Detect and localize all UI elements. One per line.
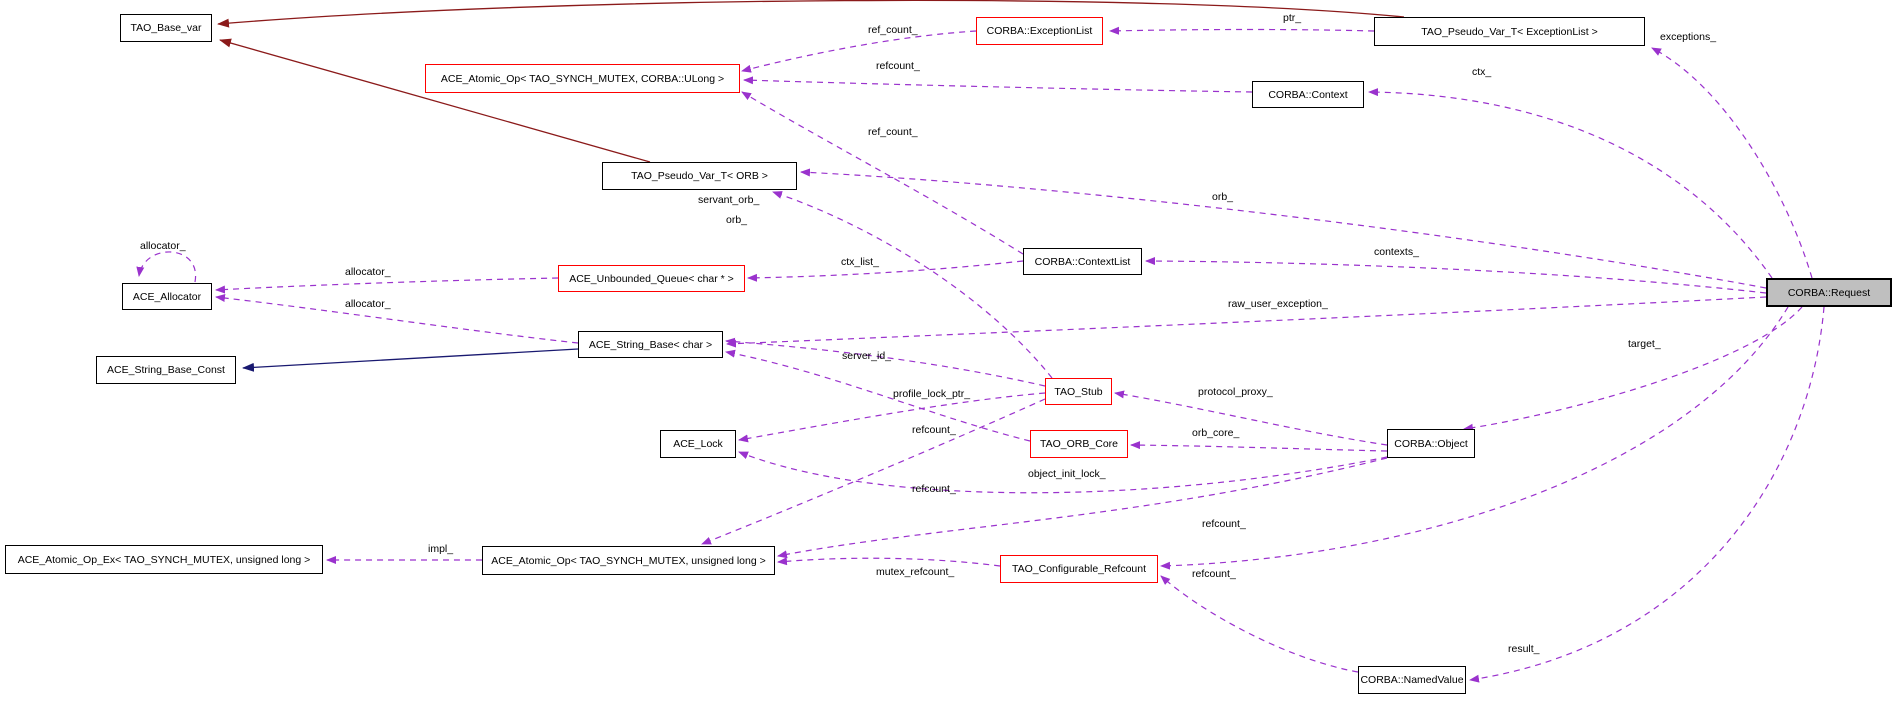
- edge-label-object-init-lock: object_init_lock_: [1028, 468, 1106, 480]
- edge-inherit-stringbase-const: [242, 348, 579, 372]
- edge-label-ref-count-ctxlist: ref_count_: [868, 126, 918, 138]
- edge-label-refcount-stub: refcount_: [912, 424, 956, 436]
- node-pseudo-var-exceptionlist[interactable]: TAO_Pseudo_Var_T< ExceptionList >: [1374, 17, 1645, 46]
- edge-mutex-refcount: [777, 557, 1001, 567]
- edge-label-servant-orb: servant_orb_: [698, 194, 760, 206]
- node-ace-unbounded-queue[interactable]: ACE_Unbounded_Queue< char * >: [558, 265, 745, 292]
- edge-label-result: result_: [1508, 643, 1540, 655]
- edge-label-refcount-request: refcount_: [1202, 518, 1246, 530]
- node-pseudo-var-orb[interactable]: TAO_Pseudo_Var_T< ORB >: [602, 162, 797, 190]
- node-tao-stub[interactable]: TAO_Stub: [1045, 378, 1112, 405]
- edge-label-refcount-namedvalue: refcount_: [1192, 568, 1236, 580]
- edge-label-refcount-context: refcount_: [876, 60, 920, 72]
- edge-label-profile-lock-ptr: profile_lock_ptr_: [893, 388, 971, 400]
- node-ace-allocator[interactable]: ACE_Allocator: [122, 283, 212, 310]
- edge-label-orb-core: orb_core_: [1192, 427, 1240, 439]
- edge-refcount-object-atomic: [777, 457, 1388, 559]
- node-corba-object[interactable]: CORBA::Object: [1387, 429, 1475, 458]
- edge-allocator-queue: [215, 277, 559, 294]
- edge-orb-request: [800, 168, 1767, 289]
- node-tao-configurable-refcount[interactable]: TAO_Configurable_Refcount: [1000, 555, 1158, 583]
- edge-raw-user-exception: [726, 296, 1767, 348]
- edge-orbcore-stringbase: [725, 349, 1031, 442]
- edge-servant-orb: [772, 191, 1053, 379]
- edge-label-protocol-proxy: protocol_proxy_: [1198, 386, 1273, 398]
- edge-ptr: [1109, 26, 1375, 35]
- node-atomic-op-ex[interactable]: ACE_Atomic_Op_Ex< TAO_SYNCH_MUTEX, unsig…: [5, 545, 323, 574]
- node-corba-exceptionlist[interactable]: CORBA::ExceptionList: [976, 17, 1103, 45]
- edge-protocol-proxy: [1114, 390, 1388, 446]
- edge-label-contexts: contexts_: [1374, 246, 1419, 258]
- edge-label-server-id: server_id_: [842, 350, 892, 362]
- edge-label-orb-stub: orb_: [726, 214, 748, 226]
- edge-refcount-namedvalue-config: [1160, 575, 1359, 673]
- edge-contexts: [1145, 257, 1767, 294]
- edge-allocator-self-loop: [136, 251, 197, 283]
- edge-result: [1469, 306, 1825, 683]
- edge-ctx-list: [747, 260, 1024, 282]
- node-corba-namedvalue[interactable]: CORBA::NamedValue: [1358, 666, 1466, 694]
- edge-label-raw-user-exception: raw_user_exception_: [1228, 298, 1328, 310]
- edge-orb-core: [1130, 441, 1388, 452]
- edge-label-ctx-list: ctx_list_: [841, 256, 879, 268]
- edge-target: [1463, 306, 1803, 432]
- node-corba-request-focus[interactable]: CORBA::Request: [1766, 278, 1892, 307]
- edge-allocator-string: [215, 294, 579, 344]
- edge-exceptions: [1651, 47, 1813, 279]
- edge-refcount-context-atomic: [743, 76, 1253, 93]
- edge-refcount-exclist-atomic: [741, 30, 977, 73]
- edge-label-allocator-queue: allocator_: [345, 266, 391, 278]
- node-corba-context[interactable]: CORBA::Context: [1252, 81, 1364, 108]
- edge-object-init-lock: [738, 451, 1388, 494]
- edge-ctx: [1368, 88, 1773, 279]
- edge-refcount-request-config: [1160, 306, 1789, 570]
- edge-inherit-pseudoorb-basevar: [219, 38, 651, 163]
- edge-refcount-stub-atomic: [701, 398, 1046, 545]
- edge-inherit-pseudoexc-basevar: [217, 0, 1405, 28]
- edge-refcount-ctxlist-atomic: [741, 91, 1024, 255]
- edge-label-allocator-self: allocator_: [140, 240, 186, 252]
- edge-label-impl: impl_: [428, 543, 454, 555]
- edge-label-target: target_: [1628, 338, 1661, 350]
- edge-label-orb-request: orb_: [1212, 191, 1234, 203]
- node-ace-lock[interactable]: ACE_Lock: [660, 430, 736, 458]
- node-ace-string-base[interactable]: ACE_String_Base< char >: [578, 331, 723, 358]
- edge-label-ref-count-exclist: ref_count_: [868, 24, 918, 36]
- edge-label-exceptions: exceptions_: [1660, 31, 1717, 43]
- edge-label-refcount-object: refcount_: [912, 483, 956, 495]
- edge-label-mutex-refcount: mutex_refcount_: [876, 566, 955, 578]
- node-corba-contextlist[interactable]: CORBA::ContextList: [1023, 248, 1142, 275]
- node-tao-base-var[interactable]: TAO_Base_var: [120, 14, 212, 42]
- edge-label-ctx: ctx_: [1472, 66, 1492, 78]
- node-tao-orb-core[interactable]: TAO_ORB_Core: [1030, 430, 1128, 458]
- edge-profile-lock-ptr: [738, 392, 1046, 443]
- edge-label-allocator-string: allocator_: [345, 298, 391, 310]
- node-atomic-op-unsigned-long[interactable]: ACE_Atomic_Op< TAO_SYNCH_MUTEX, unsigned…: [482, 546, 775, 575]
- edge-server-id: [725, 337, 1046, 387]
- edge-label-ptr: ptr_: [1283, 12, 1302, 24]
- node-ace-string-base-const[interactable]: ACE_String_Base_Const: [96, 356, 236, 384]
- node-atomic-op-ulong[interactable]: ACE_Atomic_Op< TAO_SYNCH_MUTEX, CORBA::U…: [425, 64, 740, 93]
